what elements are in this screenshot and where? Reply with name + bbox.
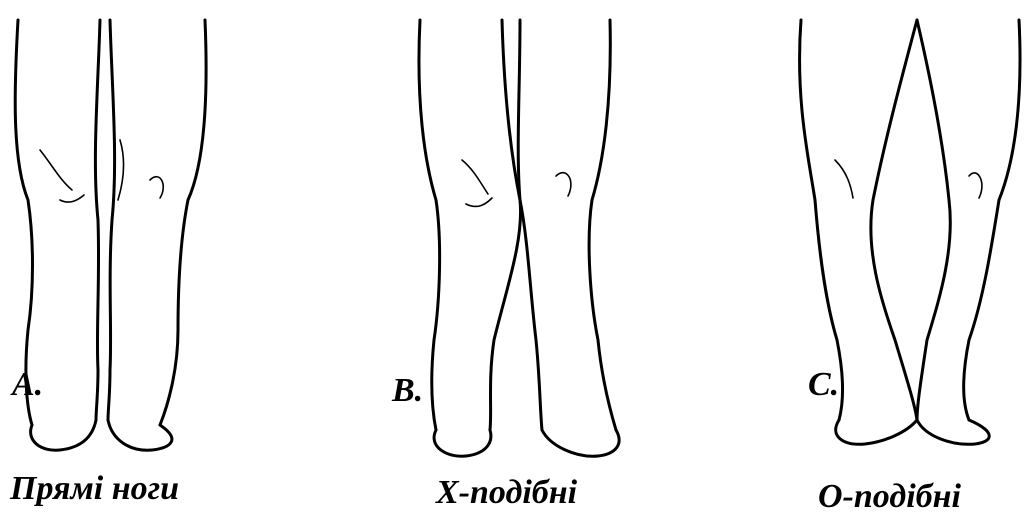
left-leg-inner-outline (490, 20, 521, 430)
right-foot (108, 420, 172, 450)
o-shaped-legs-illustration (725, 0, 1025, 526)
left-foot (31, 420, 96, 450)
left-foot (836, 420, 917, 444)
right-leg-inner-outline (917, 20, 950, 420)
right-leg-inner-outline (518, 20, 542, 430)
left-leg-outer-outline (419, 20, 440, 430)
left-leg-inner-outline (95, 20, 100, 420)
left-leg-outer-outline (800, 20, 843, 420)
right-leg-inner-outline (108, 20, 115, 420)
right-leg-outer-outline (160, 20, 206, 425)
caption-o-shaped-legs: О-подібні (818, 478, 961, 516)
panel-c-letter: C. (808, 366, 839, 404)
right-foot (542, 430, 619, 456)
panel-b-letter: B. (392, 372, 423, 410)
right-leg-outer-outline (964, 20, 1020, 420)
x-shaped-legs-illustration (380, 0, 680, 526)
caption-x-shaped-legs: Х-подібні (436, 474, 577, 512)
left-leg-inner-outline (871, 20, 917, 420)
left-foot (434, 430, 491, 456)
left-leg-outer-outline (15, 20, 32, 425)
caption-straight-legs: Прямі ноги (10, 470, 179, 508)
right-foot (917, 420, 989, 444)
panel-a-letter: A. (12, 366, 43, 404)
straight-legs-illustration (0, 0, 300, 526)
right-leg-outer-outline (589, 20, 616, 430)
